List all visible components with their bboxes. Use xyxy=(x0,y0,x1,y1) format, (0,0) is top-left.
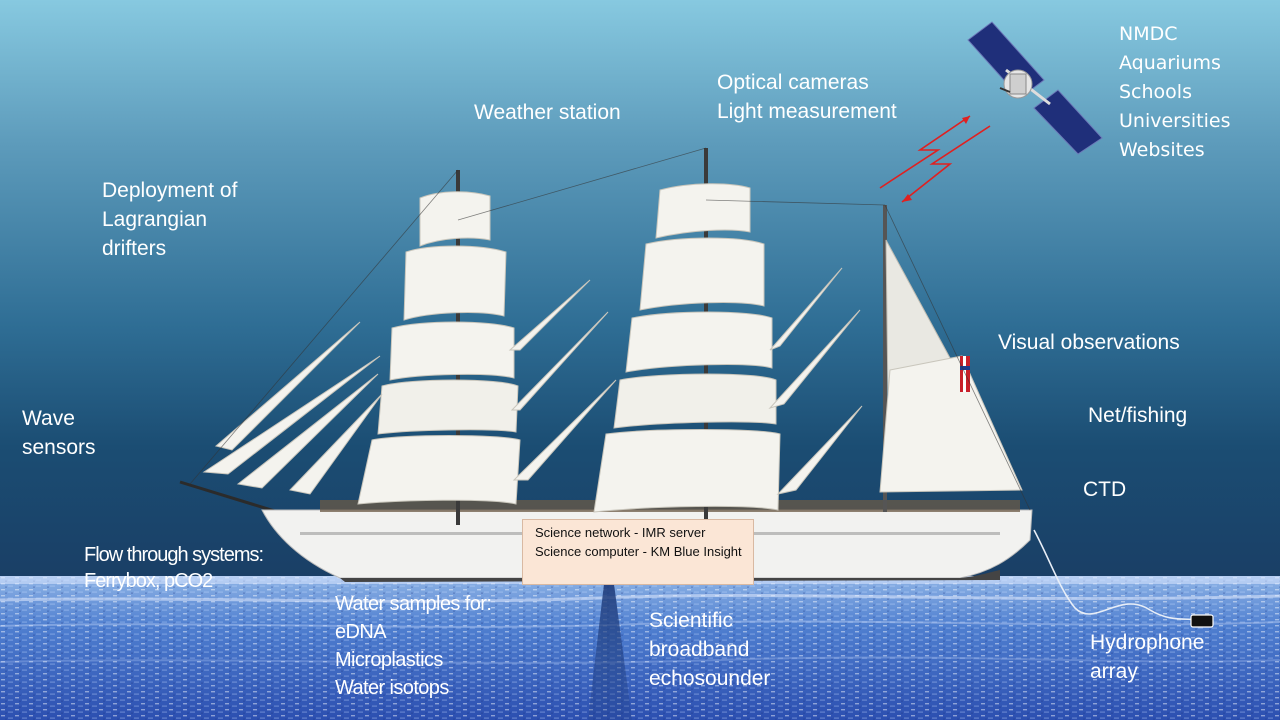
label-visual-observations: Visual observations xyxy=(998,331,1180,354)
hydrophone-cable xyxy=(1033,529,1214,628)
label-optical: Optical cameras Light measurement xyxy=(717,71,897,123)
label-echosounder: Scientific broadband echosounder xyxy=(649,609,771,690)
label-flow-through: Flow through systems: Ferrybox, pCO2 xyxy=(84,544,264,592)
label-hydrophone: Hydrophone array xyxy=(1090,631,1205,683)
label-weather-station: Weather station xyxy=(474,101,621,124)
label-net-fishing: Net/fishing xyxy=(1088,404,1188,427)
echosounder-beam xyxy=(588,584,632,720)
sea-echogram xyxy=(0,576,1280,720)
label-water-samples: Water samples for: eDNA Microplastics Wa… xyxy=(335,593,492,699)
satellite-icon xyxy=(967,21,1103,155)
label-lagrangian-drifters: Deployment of Lagrangian drifters xyxy=(102,179,238,260)
science-network-line: Science network - IMR server xyxy=(535,525,706,540)
satellite-link-arrows xyxy=(879,115,991,203)
label-ctd: CTD xyxy=(1083,478,1127,501)
science-network-box: Science network - IMR server Science com… xyxy=(522,519,754,585)
label-satellite-targets: NMDC Aquariums Schools Universities Webs… xyxy=(1119,23,1231,161)
label-wave-sensors: Wave sensors xyxy=(22,407,96,459)
tall-ship-icon xyxy=(179,147,1033,582)
science-computer-line: Science computer - KM Blue Insight xyxy=(535,544,742,559)
